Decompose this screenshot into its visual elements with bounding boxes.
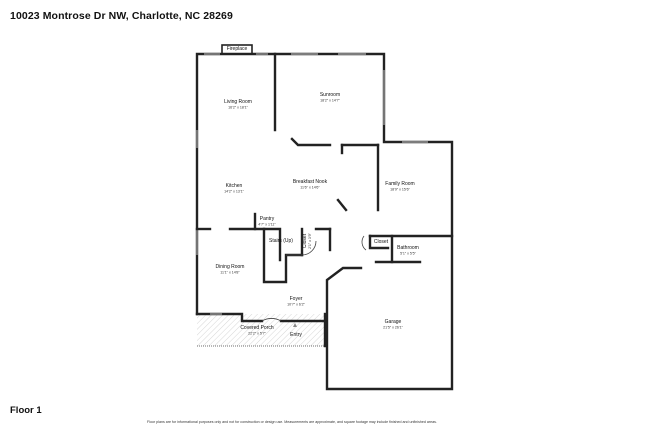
garage-dims: 21'5" x 26'1" <box>383 326 403 330</box>
windows <box>196 53 428 315</box>
sunroom-dims: 18'2" x 14'7" <box>320 99 340 103</box>
living-room-name: Living Room <box>224 99 252 105</box>
covered-porch-dims: 22'2" x 5'7" <box>248 332 266 336</box>
sunroom-name: Sunroom <box>320 92 340 98</box>
bathroom-dims: 5'1" x 5'5" <box>400 252 416 256</box>
dining-room-dims: 11'1" x 14'8" <box>220 271 240 275</box>
dining-room-name: Dining Room <box>216 264 245 270</box>
interior-walls <box>195 52 454 284</box>
kitchen-dims: 14'2" x 13'1" <box>224 190 244 194</box>
pantry-dims: 4'7" x 1'11" <box>258 223 276 227</box>
breakfast-nook-dims: 11'6" x 14'6" <box>300 186 320 190</box>
door-swings <box>261 235 367 322</box>
closet-name: Closet <box>374 239 389 245</box>
garage-name: Garage <box>385 319 402 325</box>
outer-walls <box>195 52 454 391</box>
stairs-name: Stairs (Up) <box>269 238 293 244</box>
fireplace-label: Fireplace <box>227 46 248 52</box>
breakfast-nook-name: Breakfast Nook <box>293 179 328 185</box>
floor-label: Floor 1 <box>10 405 42 416</box>
bathroom-name: Bathroom <box>397 245 419 251</box>
covered-porch-area <box>197 314 325 346</box>
foyer-dims: 10'7" x 6'2" <box>287 303 305 307</box>
entry-name: Entry <box>290 332 302 338</box>
pantry-name: Pantry <box>260 216 275 222</box>
family-room-name: Family Room <box>385 181 414 187</box>
entry-arrow-icon <box>293 323 297 327</box>
family-room-dims: 18'9" x 15'6" <box>390 188 410 192</box>
living-room-dims: 16'2" x 18'1" <box>228 106 248 110</box>
property-address: 10023 Montrose Dr NW, Charlotte, NC 2826… <box>10 10 233 22</box>
stairs-closet-dims: 2'1" x 3'9" <box>308 232 312 248</box>
stairs-closet-name: Closet <box>302 233 308 248</box>
foyer-name: Foyer <box>290 296 303 302</box>
disclaimer-text: Floor plans are for informational purpos… <box>147 420 437 424</box>
kitchen-name: Kitchen <box>226 183 243 189</box>
covered-porch-name: Covered Porch <box>240 325 274 331</box>
